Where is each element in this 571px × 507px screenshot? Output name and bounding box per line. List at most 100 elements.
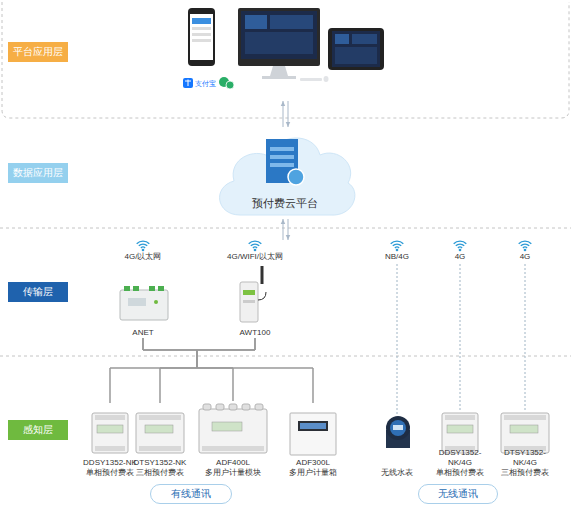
three-phase-4g-meter-illustration [501, 413, 549, 453]
wifi-signal-icon [458, 246, 462, 248]
awt100-gateway-illustration [243, 290, 255, 295]
awt100-gateway-illustration [243, 300, 255, 303]
wireless-link [525, 264, 526, 412]
monitor-illustration [245, 15, 267, 29]
wifi-signal-icon [396, 249, 399, 252]
network-label: 4G [505, 252, 545, 262]
single-phase-meter-illustration [92, 413, 128, 453]
layer-label: 数据应用层 [8, 163, 68, 183]
cloud-platform: 预付费云平台 [210, 125, 360, 220]
node-text: 单相预付费表 [86, 468, 134, 478]
single-phase-meter-illustration [92, 413, 128, 453]
single-phase-4g-meter-illustration [447, 425, 473, 433]
node-text: 平台应用层 [13, 46, 63, 58]
phone-illustration [188, 8, 215, 66]
anet-gateway-illustration [120, 286, 168, 320]
node-text: DTSY1352-NK/4G [493, 448, 557, 468]
bus-connector [160, 338, 255, 403]
wifi-signal-icon [254, 249, 257, 252]
water-meter-illustration [390, 420, 406, 436]
data-flow-arrow [283, 219, 284, 240]
wifi-signal-icon [141, 246, 145, 248]
tablet-illustration [328, 28, 384, 70]
bus-connector [197, 338, 255, 401]
bus-connector [143, 338, 233, 401]
wifi-signal-icon [137, 241, 532, 251]
wifi-signal-icon [137, 241, 150, 244]
wireless-link [397, 264, 398, 414]
server-icon [270, 163, 294, 167]
node-text: 单相预付费表 [436, 468, 484, 478]
multi-user-module-illustration [203, 404, 211, 410]
network-label: 4G [440, 252, 480, 262]
layer-divider [0, 2, 571, 356]
multi-user-module-illustration [202, 446, 264, 451]
monitor-illustration [324, 76, 329, 82]
monitor-illustration [270, 15, 313, 29]
three-phase-meter-illustration [136, 413, 184, 453]
node-text: 无线水表 [381, 468, 413, 478]
bus-connector [143, 338, 313, 403]
layer-divider [0, 228, 571, 229]
metering-box-illustration [300, 423, 326, 429]
tablet-illustration [332, 31, 380, 67]
node-text: DTSY1352-NK [134, 458, 187, 468]
wifi-signal-icon [253, 246, 257, 248]
wifi-signal-icon [139, 244, 147, 246]
multi-user-module-illustration [212, 422, 242, 431]
alipay-icon [183, 78, 193, 88]
node-text: ANET [132, 328, 153, 338]
monitor-illustration [262, 76, 296, 79]
device-node: DDSY1352-NK/4G单相预付费表 [428, 403, 492, 478]
anet-gateway-illustration [120, 290, 168, 320]
wifi-signal-icon [524, 249, 527, 252]
node-text: 预付费云平台 [252, 197, 318, 210]
phone-illustration [192, 18, 211, 24]
monitor-illustration [238, 8, 320, 66]
wechat-icon [226, 81, 234, 89]
wifi-signal-icon [142, 249, 145, 252]
multi-user-module-illustration [199, 409, 267, 453]
phone-illustration [190, 14, 213, 60]
network-label: 4G/以太网 [108, 252, 178, 262]
phone-illustration [192, 27, 211, 30]
single-phase-4g-meter-illustration [442, 413, 478, 453]
anet-gateway-illustration [128, 298, 146, 306]
wireless-link [460, 264, 461, 412]
server-icon [270, 147, 294, 151]
bus-connector [197, 338, 313, 403]
data-flow-arrow [288, 101, 289, 127]
group-pill: 有线通讯 [150, 484, 232, 504]
node-text: ADF400L [216, 458, 250, 468]
water-meter-illustration [386, 416, 410, 440]
three-phase-meter-illustration [139, 446, 181, 451]
node-text: DDSY1352-NK/4G [428, 448, 492, 468]
node-text: 有线通讯 [171, 488, 211, 500]
device-node: DDSY1352-NK单相预付费表 [78, 403, 142, 478]
monitor-illustration [241, 11, 317, 59]
node-text: 多用户计量模块 [205, 468, 261, 478]
wifi-signal-icon [459, 249, 462, 252]
tablet-illustration [352, 34, 377, 44]
phone-illustration [192, 33, 211, 36]
node-text: 三相预付费表 [501, 468, 549, 478]
metering-box-illustration [290, 413, 336, 455]
single-phase-meter-illustration [95, 446, 125, 451]
tablet-illustration [335, 34, 349, 44]
alipay-icon [183, 78, 193, 88]
data-flow-arrow [283, 101, 284, 127]
device-node: AWT100 [222, 264, 288, 338]
multi-user-module-illustration [229, 404, 237, 410]
monitor-illustration [245, 32, 313, 54]
device-node: 无线水表 [367, 403, 427, 478]
awt100-gateway-illustration [240, 282, 258, 322]
wifi-signal-icon [521, 244, 529, 246]
water-meter-illustration [386, 416, 410, 448]
layer-label: 平台应用层 [8, 42, 68, 62]
node-text: 感知层 [23, 424, 53, 436]
single-phase-4g-meter-illustration [442, 413, 478, 453]
layer-label: 感知层 [8, 420, 68, 440]
